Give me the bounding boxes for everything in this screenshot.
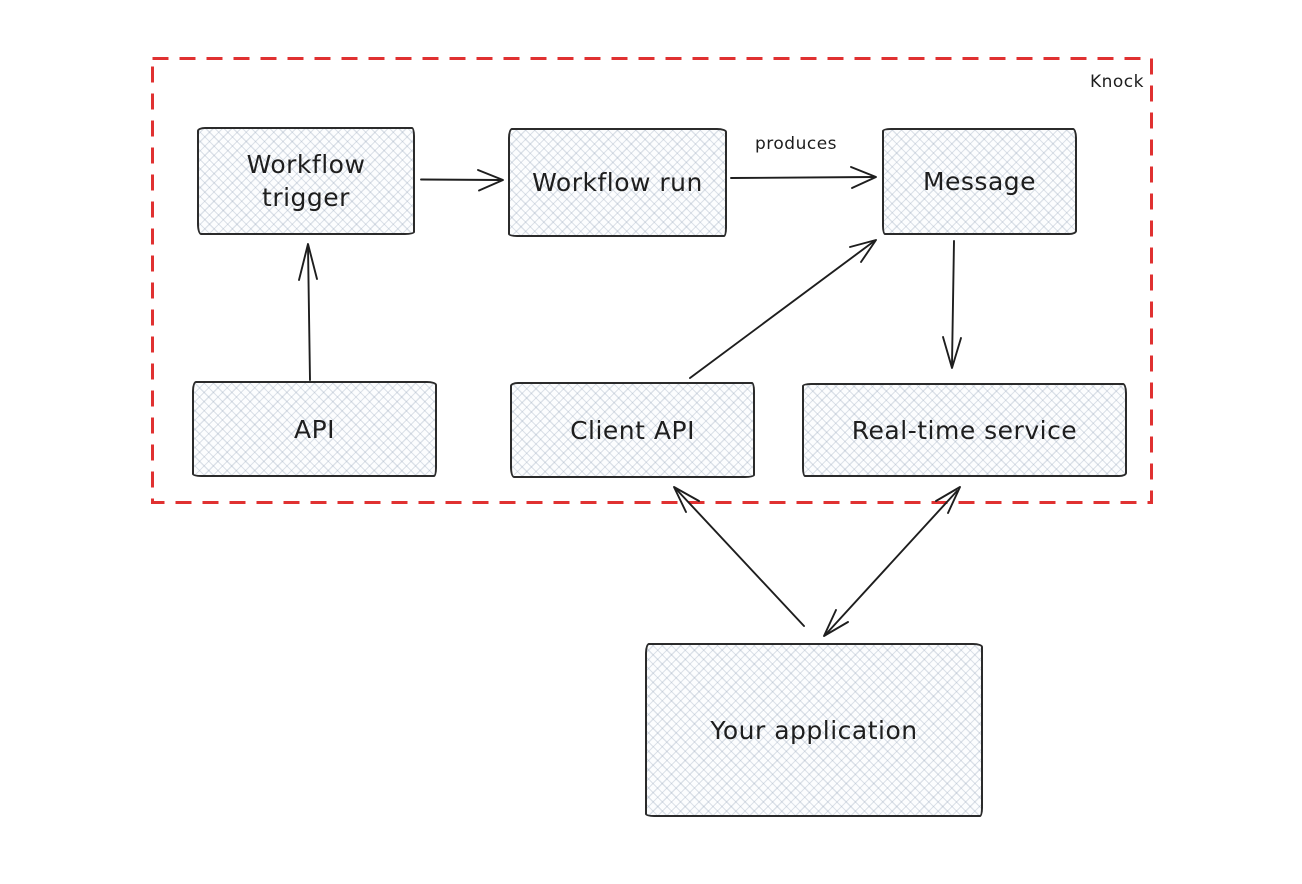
node-your-application: Your application <box>645 643 983 817</box>
edge-label-produces: produces <box>754 134 838 154</box>
arrow-api-to-workflow-trigger <box>298 243 318 381</box>
node-message: Message <box>882 128 1077 235</box>
node-client-api-label: Client API <box>570 415 695 445</box>
node-api-label: API <box>293 414 336 444</box>
node-workflow-trigger-label: Workflow trigger <box>246 150 366 212</box>
node-workflow-run: Workflow run <box>508 128 727 237</box>
node-workflow-run-label: Workflow run <box>532 168 703 197</box>
knock-boundary-label: Knock <box>1089 72 1144 92</box>
arrow-real-time-service-your-application <box>823 486 961 637</box>
node-your-application-label: Your application <box>710 715 918 745</box>
arrow-your-application-to-client-api <box>673 486 805 627</box>
node-message-label: Message <box>922 167 1037 196</box>
arrow-workflow-trigger-to-workflow-run <box>420 169 504 192</box>
arrow-message-to-real-time-service <box>942 240 962 369</box>
arrow-client-api-to-message <box>689 239 877 379</box>
arrow-workflow-run-to-message <box>730 166 877 189</box>
node-api: API <box>192 381 437 477</box>
node-real-time-service-label: Real-time service <box>851 415 1078 445</box>
node-workflow-trigger: Workflow trigger <box>197 127 415 235</box>
node-real-time-service: Real-time service <box>802 383 1127 477</box>
node-client-api: Client API <box>510 382 755 478</box>
